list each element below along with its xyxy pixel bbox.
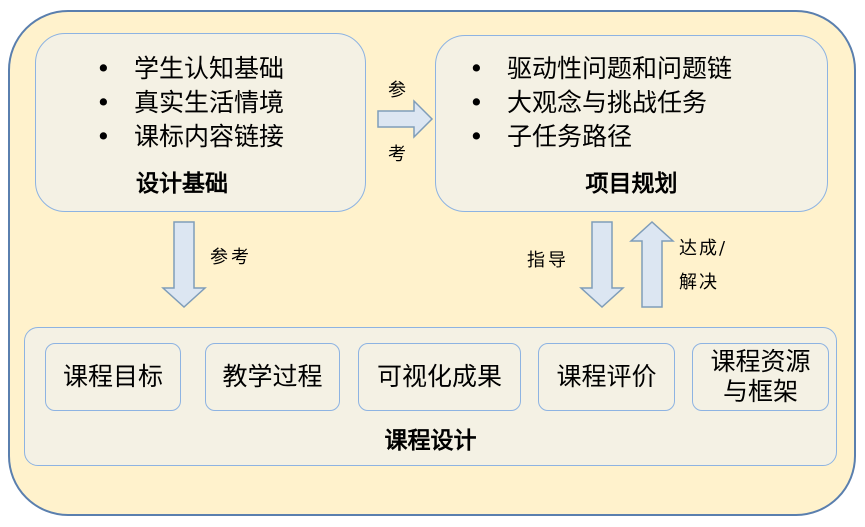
list-item: •学生认知基础 (96, 52, 284, 86)
achieve-label-line2: 解决 (679, 272, 719, 293)
achieve-up-arrow-icon (629, 220, 675, 308)
design-basis-title: 设计基础 (136, 171, 228, 197)
right-arrow-label-bottom: 考 (388, 144, 406, 165)
item-text: 学生认知基础 (134, 54, 285, 83)
list-item: •真实生活情境 (96, 86, 284, 120)
component-course-evaluation: 课程评价 (538, 343, 675, 411)
project-planning-list: •驱动性问题和问题链 •大观念与挑战任务 •子任务路径 (469, 52, 732, 154)
right-arrow-label-top: 参 (388, 80, 406, 101)
right-arrow-icon (377, 99, 434, 139)
item-text: 驱动性问题和问题链 (507, 54, 733, 83)
component-line: 课程资源 (710, 347, 811, 376)
list-item: •驱动性问题和问题链 (469, 52, 732, 86)
project-planning-title: 项目规划 (585, 171, 678, 197)
item-text: 子任务路径 (507, 122, 633, 151)
list-item: •大观念与挑战任务 (469, 86, 732, 120)
design-basis-box: •学生认知基础 •真实生活情境 •课标内容链接 设计基础 (35, 33, 366, 212)
achieve-label-line1: 达成/ (679, 238, 728, 259)
guide-label: 指导 (527, 250, 569, 271)
down-arrow-label: 参考 (210, 247, 252, 268)
item-text: 真实生活情境 (134, 88, 285, 117)
item-text: 大观念与挑战任务 (507, 88, 708, 117)
list-item: •课标内容链接 (96, 120, 284, 154)
guide-down-arrow-icon (579, 221, 625, 309)
project-planning-box: •驱动性问题和问题链 •大观念与挑战任务 •子任务路径 项目规划 (435, 35, 828, 212)
component-teaching-process: 教学过程 (205, 343, 340, 411)
component-course-resources: 课程资源 与框架 (692, 343, 829, 411)
list-item: •子任务路径 (469, 120, 732, 154)
component-course-objectives: 课程目标 (45, 343, 181, 411)
component-line: 与框架 (722, 377, 798, 406)
down-arrow-icon (161, 221, 207, 309)
item-text: 课标内容链接 (134, 122, 285, 151)
design-basis-list: •学生认知基础 •真实生活情境 •课标内容链接 (96, 52, 284, 154)
component-visual-outcomes: 可视化成果 (358, 343, 521, 411)
course-design-title: 课程设计 (384, 428, 477, 454)
